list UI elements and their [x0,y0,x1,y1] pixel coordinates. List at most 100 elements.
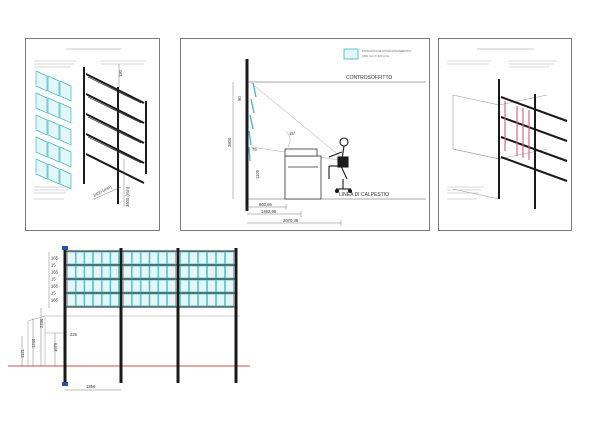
screen-tile [84,293,93,307]
screen-tile [75,293,85,307]
row-height-label: 15 [51,291,56,296]
left-dim-depth: 1400 (min) [92,184,113,198]
left-screen-tile [47,119,60,141]
screen-tile [75,251,85,265]
screen-grid-front [67,251,234,307]
viewing-angle: 15° [289,131,296,136]
screen-tile [216,293,225,307]
left-isometric-drawing: 130 3600 (mín) 1400 (min) [34,48,147,207]
left-screen-tile [59,80,72,102]
screen-tile [93,265,102,279]
right-support-frame [498,79,568,209]
dim-left-a: 2230 [39,318,44,328]
center-dim-row-a: 803,86 [259,202,272,207]
dim-left-b: 1240 [31,338,36,348]
screen-tile [149,251,159,265]
left-screen-tile [35,114,48,136]
left-dim-height: 3600 (mín) [125,186,130,207]
post-foot-blue [62,382,68,386]
row-height-label: 15 [51,263,56,268]
screen-tile [123,265,132,279]
screen-tile [167,293,176,307]
screen-tile [123,279,132,293]
row-height-label: 165 [51,298,59,303]
screen-tile [131,279,141,293]
legend-title: POSICIÓN DE POSICIONAMIENTO [362,48,411,53]
center-dim-height: 2800 [227,137,232,147]
dim-left-d: 1675 [53,342,58,352]
row-height-label: 165 [51,284,59,289]
ceiling-label: CONTROSOFFITTO [346,75,392,81]
center-dim-mid-a: 79 [252,147,257,152]
right-isometric-drawing [447,48,568,209]
screen-tile [167,251,176,265]
screen-tile [180,251,189,265]
screen-tile [101,251,111,265]
screen-tile [131,265,141,279]
vertical-posts [63,248,238,386]
screen-tile [225,251,234,265]
screen-tile [158,293,168,307]
screen-tile [140,293,150,307]
screen-tile [101,265,111,279]
screen-tile [189,265,198,279]
left-screen-tile [59,124,72,146]
screen-tile [207,251,216,265]
legend-screen-icon [343,48,359,60]
left-screen-tile [47,75,60,97]
screen-tile [189,293,198,307]
screen-tile [140,251,150,265]
operator-desk [284,148,322,200]
screen-tile [131,293,141,307]
dim-bottom: 1350 [86,384,96,389]
left-screen-tile [59,168,72,190]
left-screen-tile [47,163,60,185]
screen-tile [67,251,76,265]
screen-tile [225,279,234,293]
left-screen-tile [35,158,48,180]
screen-tile [75,279,85,293]
screen-tile [140,265,150,279]
screen-tile [158,279,168,293]
screen-tile [93,293,102,307]
screen-tile [167,279,176,293]
screen-tile [84,279,93,293]
left-screen-tile [59,102,72,124]
screen-tile [225,265,234,279]
stand-outline [27,315,240,366]
screen-tile [101,293,111,307]
left-screen-tile [59,146,72,168]
screen-tile [158,265,168,279]
center-dim-top: 90 [237,96,242,101]
screen-tile [110,251,119,265]
center-section-drawing: POSICIÓN DE POSICIONAMIENTO (300 mm X 40… [227,48,426,226]
left-screen-wall [35,70,72,190]
right-isometric-panel [438,38,572,231]
screen-tile [180,279,189,293]
screen-tile [149,293,159,307]
floor-label: LINEA DI CALPESTIO [339,192,389,198]
screen-tile [198,251,207,265]
screen-tile [216,279,225,293]
center-dim-mid-b: 1105 [255,169,260,179]
screen-tile [180,265,189,279]
screen-tile [198,279,207,293]
dim-mid: 225 [70,332,78,337]
screen-tile [67,293,76,307]
screen-tile [207,293,216,307]
screen-tile [140,279,150,293]
post-cap-blue [62,246,68,250]
screen-tile [75,265,85,279]
left-screen-tile [47,97,60,119]
legend-subtitle: (300 mm X 400 mm) [362,54,389,58]
screen-tile [225,293,234,307]
screen-tile [84,265,93,279]
screen-tile [198,265,207,279]
screen-tile [67,279,76,293]
dim-left-c: 1121 [20,348,25,358]
left-isometric-panel: 130 3600 (mín) 1400 (min) [25,38,160,231]
screen-tile [158,251,168,265]
horizontal-rails [65,250,236,308]
